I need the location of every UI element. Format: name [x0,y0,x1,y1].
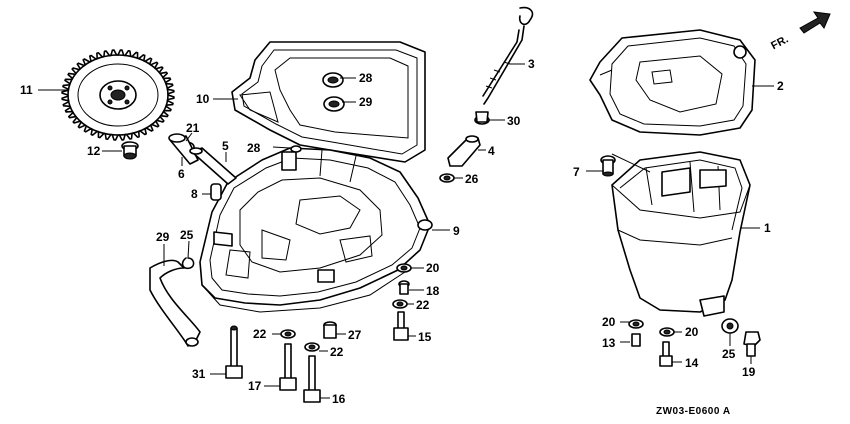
callout-22-mid: 22 [330,345,344,359]
oil-seal-upper [322,72,344,88]
callout-13: 13 [602,336,616,350]
callout-25a: 28 [359,71,373,85]
drain-bolt-19 [743,331,761,357]
washer-22-right [392,299,408,309]
dowel-pin [210,183,222,201]
bolt-16 [303,355,321,403]
callout-30: 30 [507,114,521,128]
callout-29: 29 [156,230,170,244]
washer-22-left [280,329,296,339]
bolt-14 [659,341,673,367]
stud-bolt [189,147,237,185]
callout-24: 25 [180,228,194,242]
callout-20-pan-right: 20 [685,325,699,339]
callout-5: 5 [222,139,229,153]
bolt-18 [398,280,410,295]
callout-27: 27 [348,328,362,342]
callout-25b: 29 [359,95,373,109]
bolt-17 [279,343,297,391]
callout-10: 10 [196,92,210,106]
callout-20-center: 20 [426,261,440,275]
right-gasket [589,29,756,136]
callout-11: 11 [20,83,33,97]
dipstick [482,6,534,105]
breather-hose [149,259,201,347]
callout-12: 12 [87,144,101,158]
callout-7: 7 [573,165,580,179]
callout-22-right: 22 [416,298,430,312]
hose-clip [181,257,195,270]
drawing-code: ZW03-E0600 A [656,406,731,417]
callout-26: 26 [465,172,479,186]
callout-17: 17 [248,379,262,393]
washer-22-mid [304,342,320,352]
callout-3: 3 [528,57,535,71]
o-ring [439,173,455,183]
callout-8: 8 [191,187,198,201]
callout-9: 9 [453,224,460,238]
callout-1: 1 [764,221,771,235]
oil-pan [611,151,751,317]
callout-23: 25 [722,347,736,361]
callout-labels: 11 12 10 28 29 3 30 4 26 21 6 5 8 28 9 2… [20,57,784,406]
case-bolt [290,145,302,153]
oil-case [199,147,433,313]
dipstick-grommet [474,111,490,125]
callout-4: 4 [488,144,495,158]
callout-21: 21 [186,121,200,135]
callout-14: 14 [685,356,699,370]
callout-2: 2 [777,79,784,93]
callout-22-left: 22 [253,327,267,341]
callout-6: 6 [178,167,185,181]
drain-plug [323,321,337,339]
bolt-31 [225,325,243,379]
flywheel-ring-gear [61,49,175,141]
front-indicator-text: FR. [769,33,790,52]
callout-16: 16 [332,392,346,406]
bolt-7 [600,155,616,177]
washer-23 [721,318,739,334]
front-direction-arrow: FR. [769,11,831,52]
bolt-13 [631,333,641,347]
oil-filler-tube [447,135,481,167]
callout-31: 31 [192,367,206,381]
callout-18: 18 [426,284,440,298]
callout-20-pan-left: 20 [602,315,616,329]
callout-19: 19 [742,365,756,379]
leader-lines [38,61,774,399]
bolt-15 [393,311,409,341]
oil-seal-lower [323,96,345,112]
callout-28: 28 [247,141,261,155]
callout-15: 15 [418,330,432,344]
washer-20-center [396,263,412,273]
flywheel-bolt [121,141,139,160]
washer-20-pan-left [628,319,644,329]
washer-20-pan-right [659,327,675,337]
bolt-6 [168,133,199,165]
